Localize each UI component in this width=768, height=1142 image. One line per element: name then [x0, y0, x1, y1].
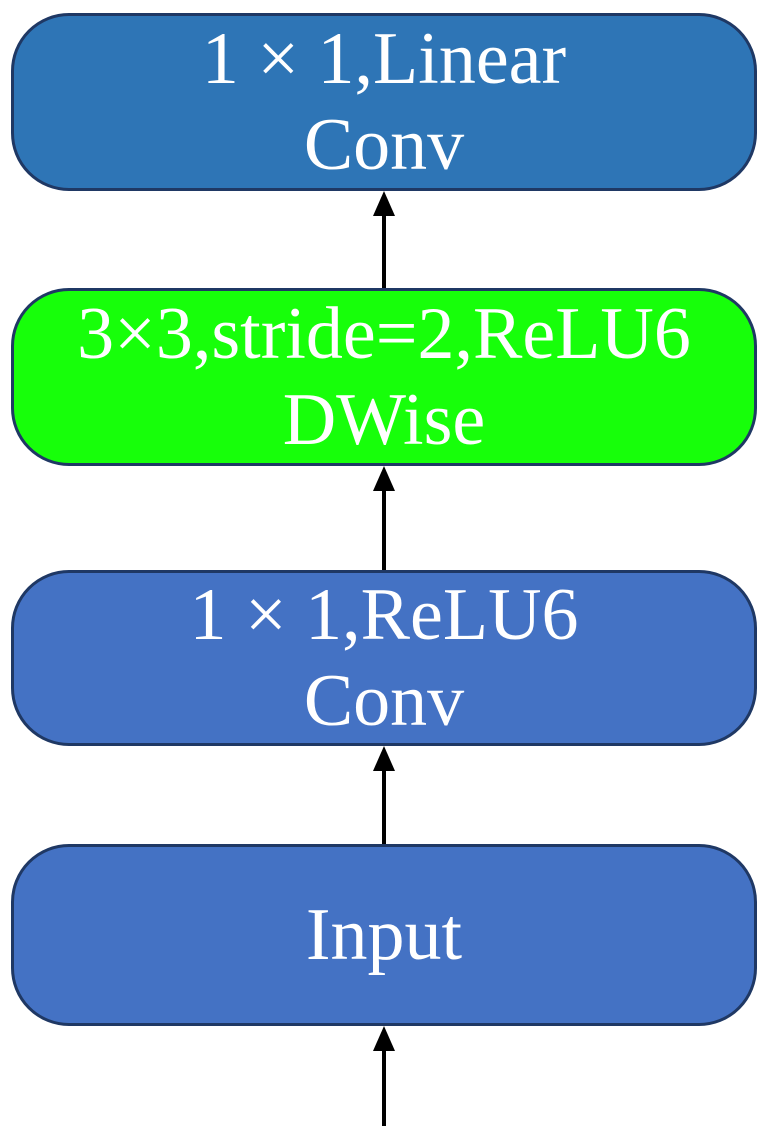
arrowhead-up-icon	[373, 746, 395, 771]
arrowhead-up-icon	[373, 466, 395, 491]
top-margin	[0, 0, 768, 13]
node-relu6-conv-label-line2: Conv	[303, 660, 465, 742]
arrow-shaft	[382, 491, 386, 570]
node-input-label: Input	[305, 894, 463, 976]
node-relu6-conv-label-line1: 1 × 1,ReLU6	[189, 574, 579, 656]
up-arrow-relu-to-dwise	[364, 466, 404, 570]
arrowhead-up-icon	[373, 191, 395, 216]
arrow-shaft	[382, 771, 386, 844]
arrowhead-up-icon	[373, 1026, 395, 1051]
node-linear-conv: 1 × 1,Linear Conv	[11, 13, 757, 191]
up-arrow-input-to-relu	[364, 746, 404, 844]
node-dwise-label-line1: 3×3,stride=2,ReLU6	[77, 293, 691, 375]
node-linear-conv-label-line1: 1 × 1,Linear	[201, 18, 567, 100]
node-dwise: 3×3,stride=2,ReLU6 DWise	[11, 288, 757, 466]
node-input: Input	[11, 844, 757, 1026]
node-linear-conv-label-line2: Conv	[303, 104, 465, 186]
node-dwise-label-line2: DWise	[282, 379, 486, 461]
node-relu6-conv: 1 × 1,ReLU6 Conv	[11, 570, 757, 746]
arrow-shaft	[382, 1051, 386, 1126]
up-arrow-external-to-input	[364, 1026, 404, 1126]
up-arrow-dwise-to-linear	[364, 191, 404, 288]
arrow-shaft	[382, 216, 386, 288]
